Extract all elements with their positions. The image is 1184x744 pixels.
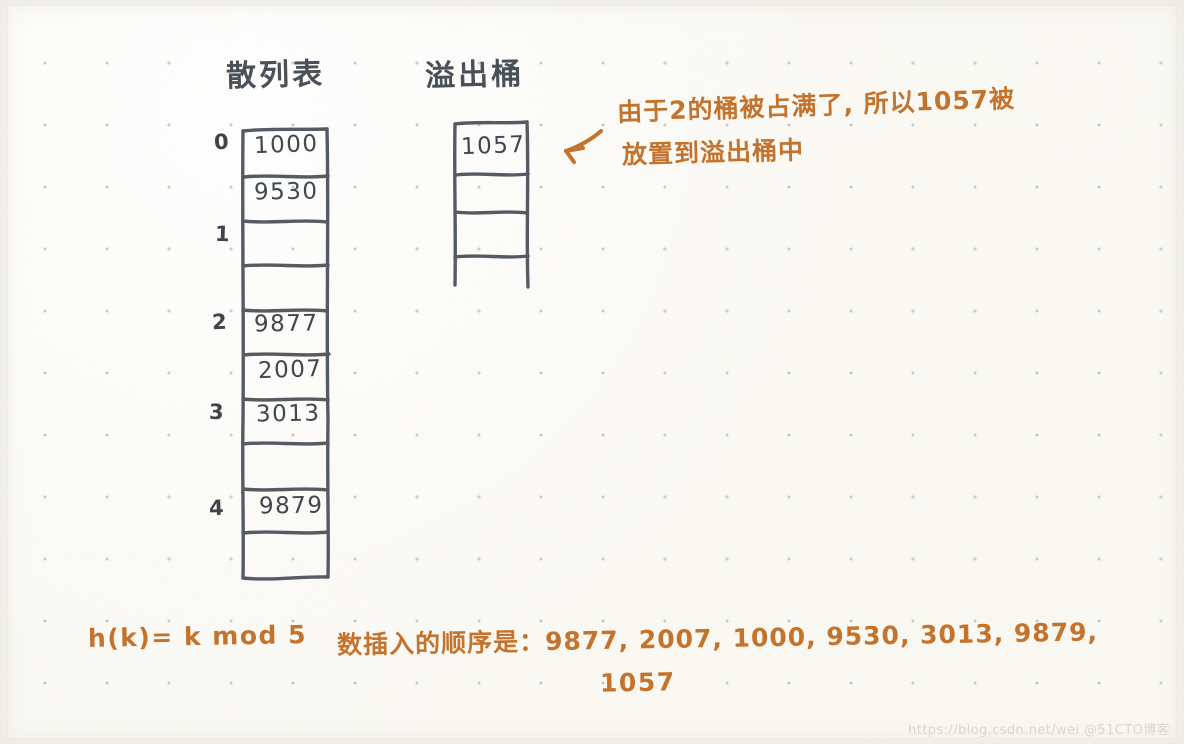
insert-sequence-line-2: 1057 (599, 667, 676, 698)
insert-sequence-line-1: 数插入的顺序是：9877, 2007, 1000, 9530, 3013, 98… (336, 617, 1099, 660)
overflow-cell-0: 1057 (460, 131, 526, 161)
hash-cell-2b: 2007 (257, 355, 323, 385)
hash-cell-0a: 1000 (253, 130, 319, 160)
hash-function-formula: h(k)= k mod 5 (87, 620, 308, 653)
row-label-1: 1 (214, 221, 231, 247)
hash-cell-0b: 9530 (253, 178, 319, 206)
hash-table-title: 散列表 (225, 56, 326, 95)
row-label-4: 4 (208, 495, 225, 521)
overflow-bucket-title: 溢出桶 (424, 56, 525, 95)
row-label-3: 3 (208, 399, 224, 425)
annotation-arrow-icon (564, 129, 603, 164)
watermark: https://blog.csdn.net/wei @51CTO博客 (908, 723, 1170, 738)
row-label-2: 2 (211, 309, 228, 335)
hash-cell-4a: 9879 (258, 492, 324, 520)
row-label-0: 0 (213, 129, 230, 155)
hash-cell-2a: 9877 (253, 310, 319, 338)
annotation-line-2: 放置到溢出桶中 (621, 135, 805, 170)
hash-cell-3a: 3013 (255, 400, 321, 428)
annotation-line-1: 由于2的桶被占满了, 所以1057被 (616, 84, 1016, 127)
